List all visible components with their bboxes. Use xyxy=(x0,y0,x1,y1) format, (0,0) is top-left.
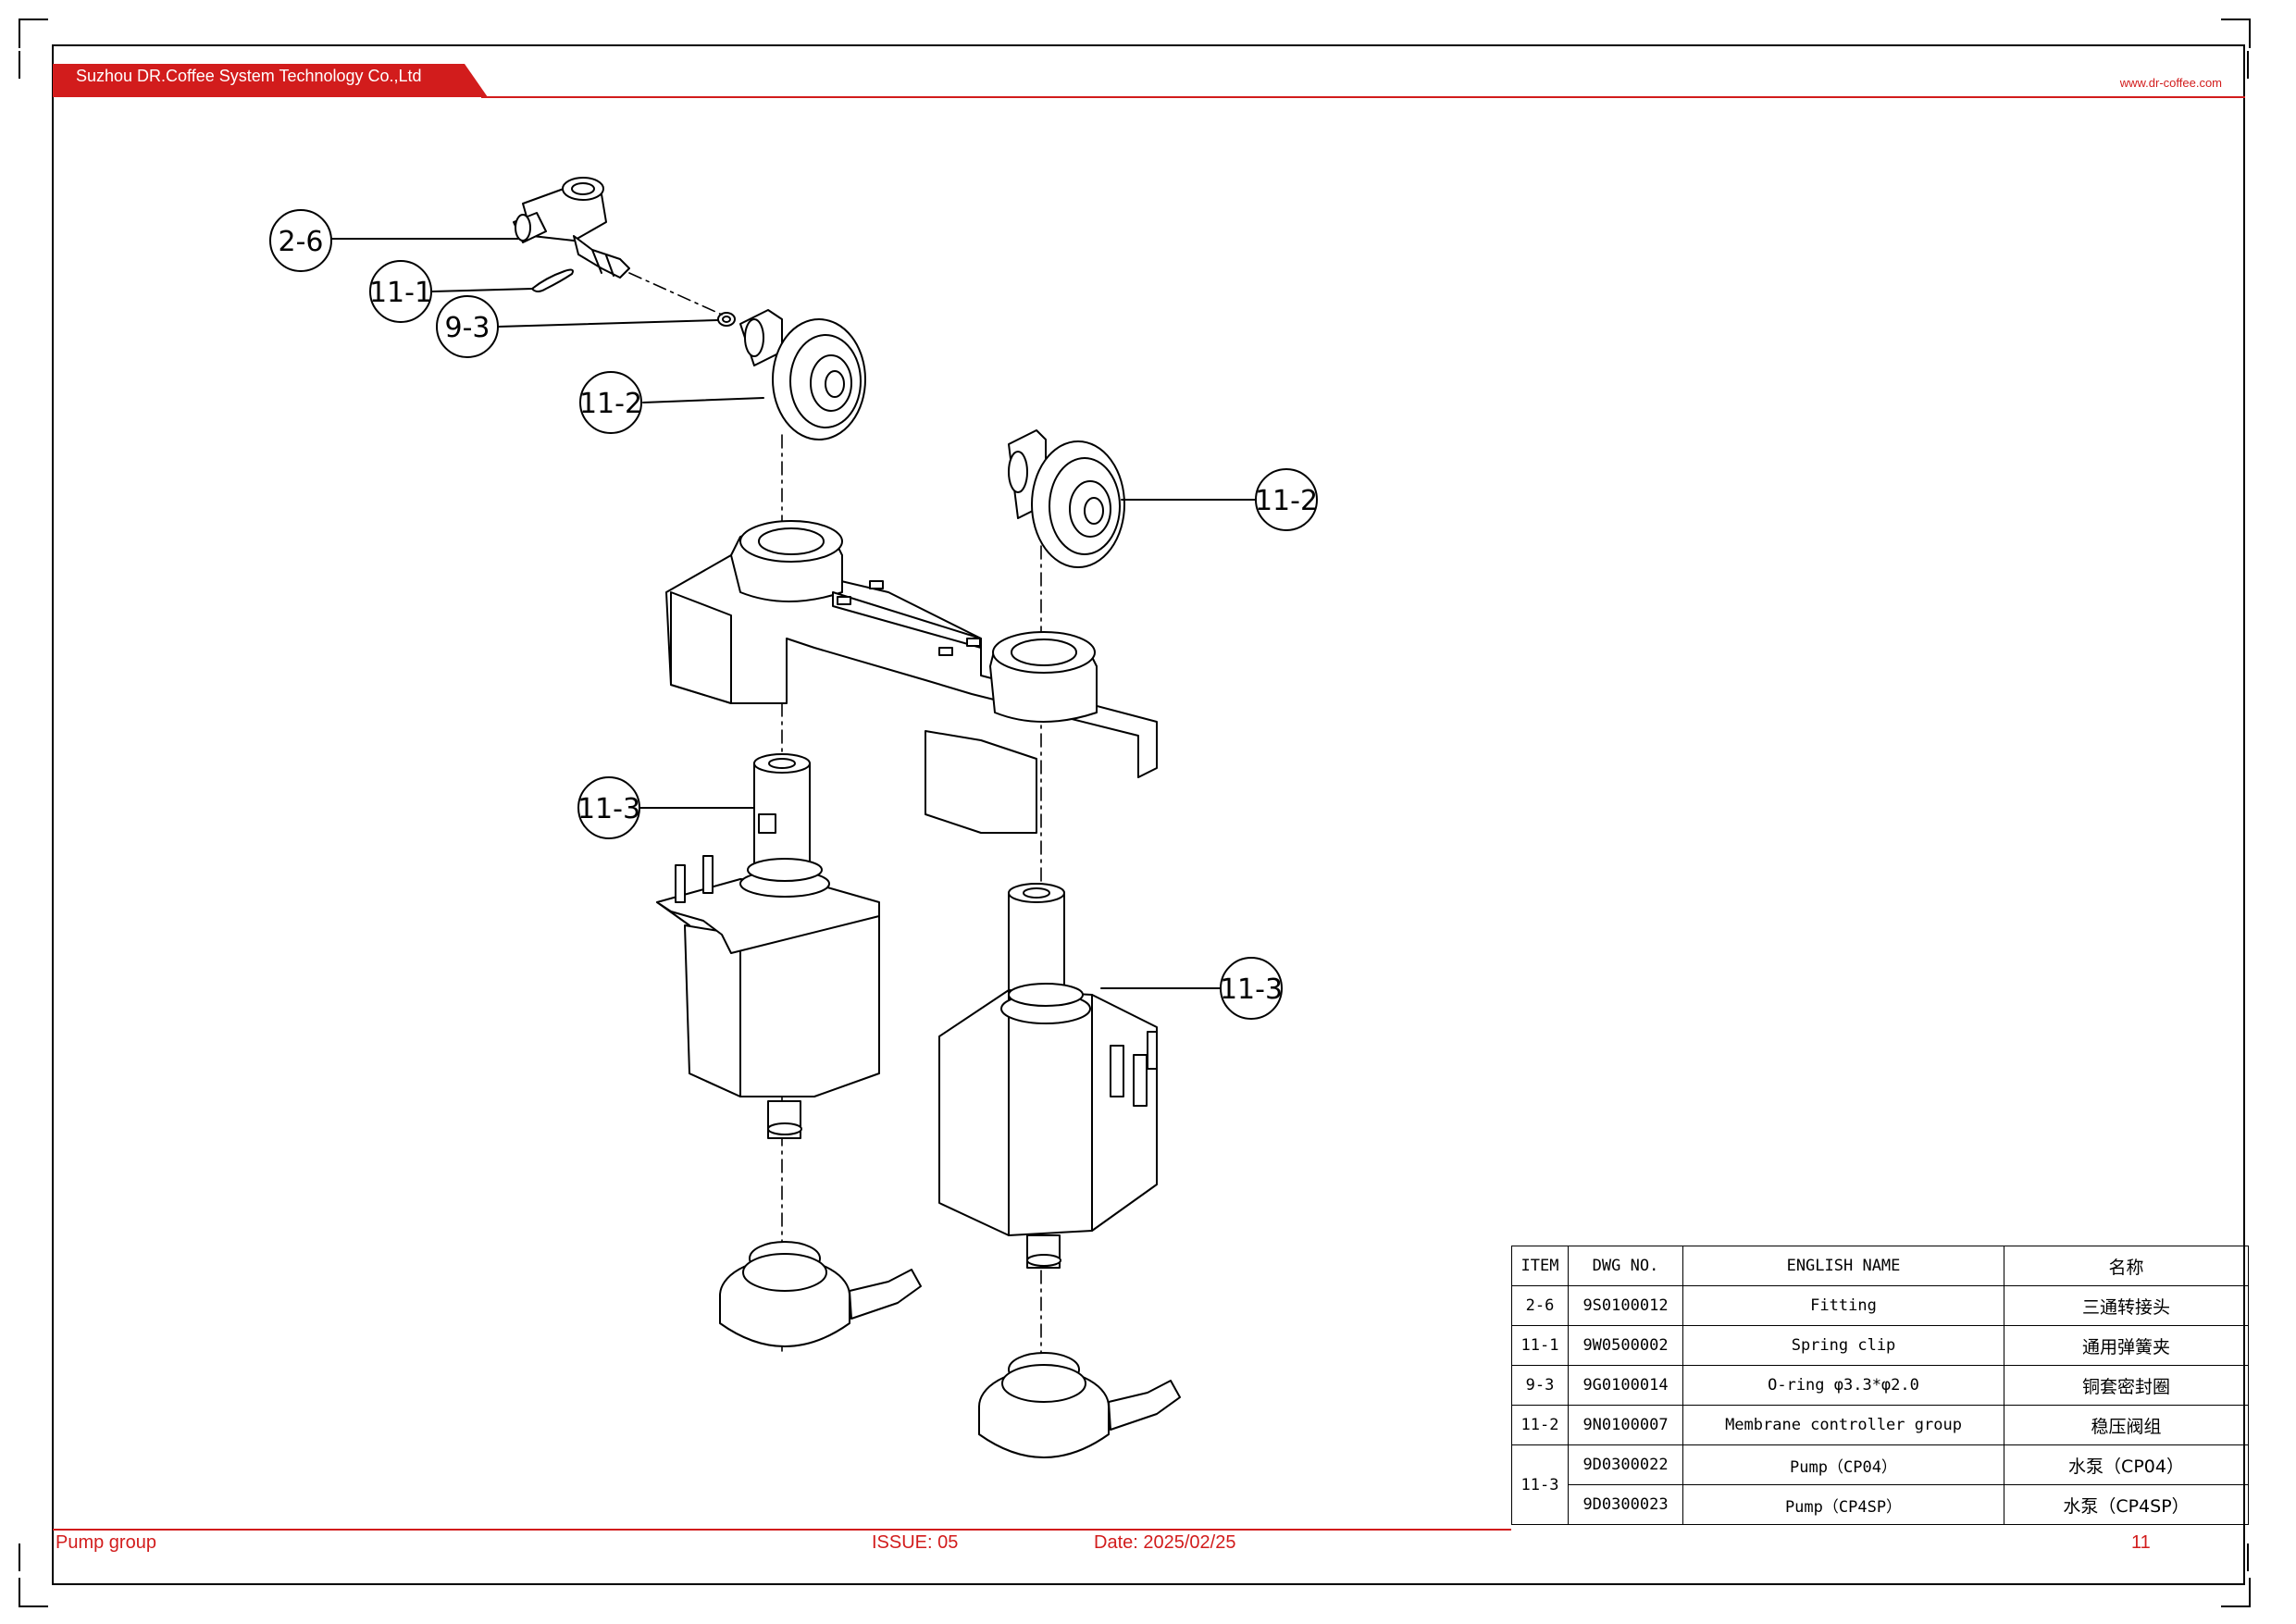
callout-11-3-left xyxy=(577,776,640,839)
cell-item: 9-3 xyxy=(1511,1365,1569,1406)
cell-dwg: 9N0100007 xyxy=(1568,1405,1683,1445)
cell-en: Spring clip xyxy=(1682,1325,2004,1366)
callout-label-11-2-right: 11-2 xyxy=(1255,485,1318,517)
callout-label-11-1: 11-1 xyxy=(369,277,432,309)
cell-item: 11-2 xyxy=(1511,1405,1569,1445)
bill-of-materials-table: ITEM DWG NO. ENGLISH NAME 名称 2-6 9S01000… xyxy=(1511,1246,2249,1525)
pump-left xyxy=(656,753,880,1139)
header-item: ITEM xyxy=(1511,1246,1569,1286)
header-dwg-no: DWG NO. xyxy=(1568,1246,1683,1286)
cell-cn: 稳压阀组 xyxy=(2004,1405,2249,1445)
callout-11-1 xyxy=(369,260,432,323)
table-header-row: ITEM DWG NO. ENGLISH NAME 名称 xyxy=(1511,1246,2249,1286)
cell-en: O-ring φ3.3*φ2.0 xyxy=(1682,1365,2004,1406)
callout-label-11-2-left: 11-2 xyxy=(579,388,642,420)
spring-clip-part xyxy=(531,268,574,292)
fitting-part xyxy=(513,177,630,279)
table-row: 11-1 9W0500002 Spring clip 通用弹簧夹 xyxy=(1511,1325,2249,1366)
table-row: 9D0300023 Pump（CP4SP） 水泵（CP4SP） xyxy=(1512,1484,2249,1525)
callout-label-11-3-left: 11-3 xyxy=(577,793,640,825)
table-row: 11-3 9D0300022 Pump（CP04） 水泵（CP04） xyxy=(1511,1444,2249,1525)
cell-en: Membrane controller group xyxy=(1682,1405,2004,1445)
cell-cn: 水泵（CP4SP） xyxy=(2004,1484,2249,1525)
table-row: 2-6 9S0100012 Fitting 三通转接头 xyxy=(1511,1285,2249,1326)
cell-dwg: 9D0300023 xyxy=(1568,1484,1683,1525)
callout-11-2-left xyxy=(579,371,642,434)
cell-dwg: 9W0500002 xyxy=(1568,1325,1683,1366)
cell-cn: 水泵（CP04） xyxy=(2004,1444,2249,1485)
page-number: 11 xyxy=(2131,1532,2151,1553)
cell-item: 11-3 xyxy=(1511,1444,1569,1525)
footer-rule xyxy=(53,1529,1511,1531)
header-chinese-name: 名称 xyxy=(2004,1246,2249,1286)
header-english-name: ENGLISH NAME xyxy=(1682,1246,2004,1286)
callout-label-9-3: 9-3 xyxy=(445,312,490,344)
header-rule xyxy=(481,96,2245,98)
issue-number: ISSUE: 05 xyxy=(872,1532,959,1553)
corner-mark-bl xyxy=(19,1578,48,1607)
pump-right xyxy=(938,883,1158,1269)
membrane-controller-left xyxy=(739,309,866,440)
callout-9-3 xyxy=(436,295,499,358)
side-mark-left-bottom xyxy=(19,1543,20,1571)
callout-label-2-6: 2-6 xyxy=(279,226,324,258)
drawing-title: Pump group xyxy=(56,1532,156,1553)
cell-en: Pump（CP4SP） xyxy=(1682,1484,2004,1525)
cell-dwg: 9G0100014 xyxy=(1568,1365,1683,1406)
header-banner xyxy=(53,64,488,97)
cell-en: Pump（CP04） xyxy=(1682,1444,2004,1485)
cell-item: 2-6 xyxy=(1511,1285,1569,1326)
pump-bracket xyxy=(665,520,1158,834)
cell-cn: 铜套密封圈 xyxy=(2004,1365,2249,1406)
o-ring-part xyxy=(717,312,736,327)
callout-11-3-right xyxy=(1220,957,1283,1020)
cell-en: Fitting xyxy=(1682,1285,2004,1326)
cell-item: 11-1 xyxy=(1511,1325,1569,1366)
side-mark-left xyxy=(19,51,20,79)
callout-label-11-3-right: 11-3 xyxy=(1220,973,1283,1006)
issue-date: Date: 2025/02/25 xyxy=(1094,1532,1236,1553)
callout-11-2-right xyxy=(1255,468,1318,531)
callout-2-6 xyxy=(269,209,332,272)
cell-dwg: 9D0300022 xyxy=(1568,1444,1683,1485)
side-mark-right-bottom xyxy=(2247,1543,2249,1571)
pump-base-right xyxy=(978,1352,1181,1458)
company-name: Suzhou DR.Coffee System Technology Co.,L… xyxy=(76,67,422,85)
corner-mark-br xyxy=(2221,1578,2251,1607)
pump-base-left xyxy=(719,1241,922,1347)
website-link[interactable]: www.dr-coffee.com xyxy=(2119,76,2222,90)
cell-cn: 三通转接头 xyxy=(2004,1285,2249,1326)
drawing-frame xyxy=(52,44,2245,1585)
table-row: 9-3 9G0100014 O-ring φ3.3*φ2.0 铜套密封圈 xyxy=(1511,1365,2249,1406)
cell-dwg: 9S0100012 xyxy=(1568,1285,1683,1326)
corner-mark-tl xyxy=(19,19,48,48)
table-row: 11-2 9N0100007 Membrane controller group… xyxy=(1511,1405,2249,1445)
side-mark-right xyxy=(2247,51,2249,79)
membrane-controller-right xyxy=(1008,429,1125,568)
cell-cn: 通用弹簧夹 xyxy=(2004,1325,2249,1366)
corner-mark-tr xyxy=(2221,19,2251,48)
